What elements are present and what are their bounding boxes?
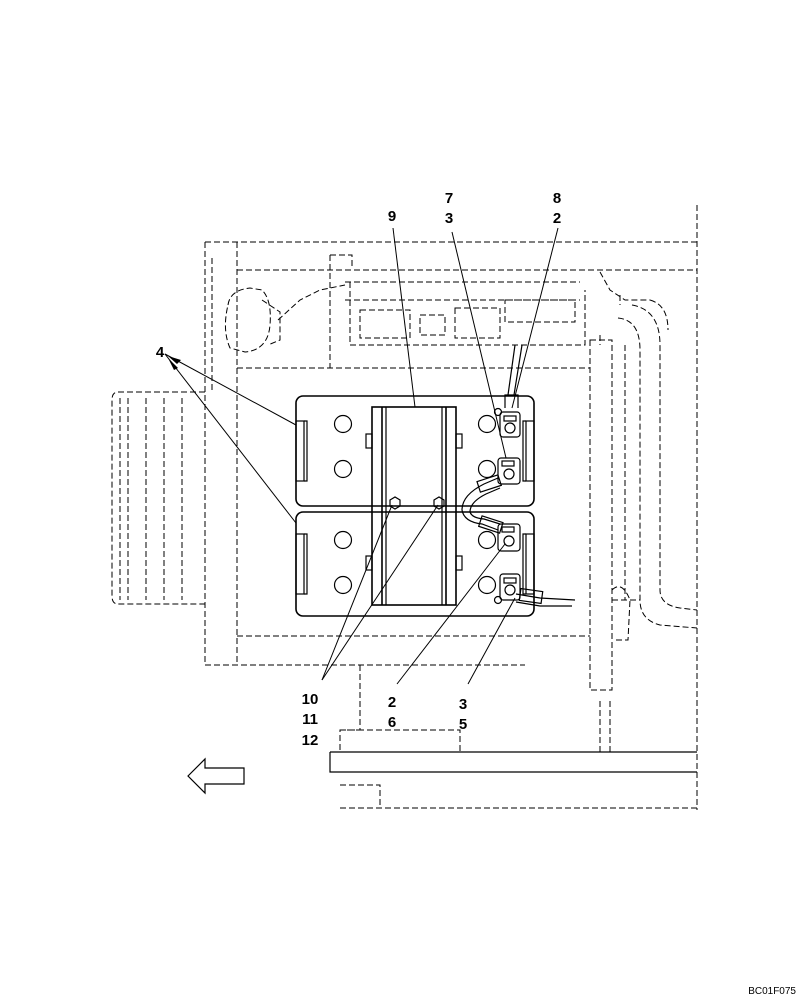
battery-lower	[295, 511, 535, 617]
callout-8: 8	[553, 190, 561, 207]
floor-plate	[329, 751, 697, 773]
machine-frame	[204, 205, 698, 810]
callout-7: 7	[445, 190, 453, 207]
callout-10: 10	[302, 691, 319, 708]
leader-lines	[164, 227, 559, 685]
callout-2-top: 2	[553, 210, 561, 227]
radiator-cooler	[111, 391, 205, 605]
callout-3-top: 3	[445, 210, 453, 227]
callout-6: 6	[388, 714, 396, 731]
battery-upper	[295, 395, 535, 507]
battery-cables	[461, 344, 576, 607]
terminals	[493, 407, 521, 605]
callout-3-bottom: 3	[459, 696, 467, 713]
callout-11: 11	[302, 711, 318, 728]
hold-down-bracket	[365, 406, 463, 606]
callout-4: 4	[156, 344, 165, 361]
callout-5: 5	[459, 716, 467, 733]
callout-12: 12	[302, 732, 319, 749]
hydraulic-hoses	[611, 299, 698, 641]
callout-9: 9	[388, 208, 396, 225]
figure-code: BC01F075	[748, 986, 796, 997]
callout-2-bottom: 2	[388, 694, 396, 711]
front-direction-arrow-icon	[187, 757, 245, 795]
upper-components	[224, 271, 650, 353]
callout-labels: 7 3 8 2 9 4 10 11 12 2 6 3 5	[156, 190, 561, 749]
